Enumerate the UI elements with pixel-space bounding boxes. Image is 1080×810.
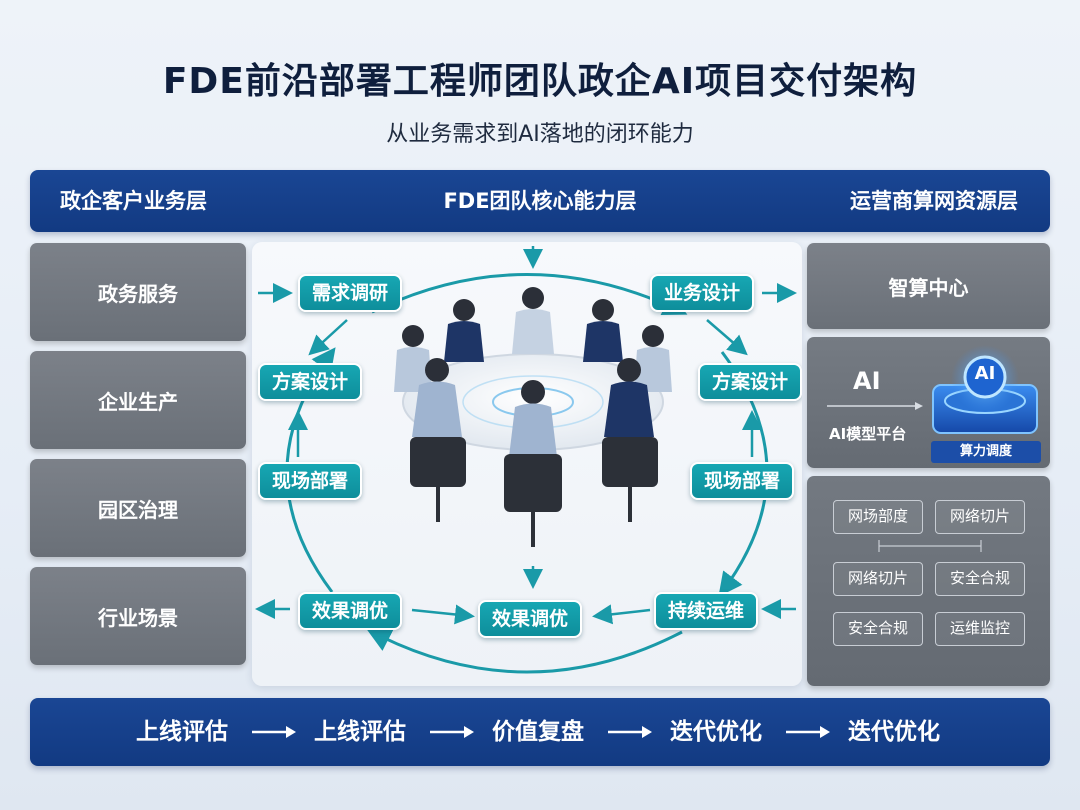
connector-line [878,540,982,552]
cycle-demand-research: 需求调研 [298,274,403,312]
tag-security-compliance-2: 安全合规 [833,612,923,646]
right-compute-center: 智算中心 [807,243,1050,329]
footer-step-1: 上线评估 [136,719,228,745]
tag-network-deploy: 网场部度 [833,500,923,534]
footer-step-5: 迭代优化 [848,719,940,745]
right-ai-platform: AI AI模型平台 AI 算力调度 [807,337,1050,468]
ai-model-platform-label: AI模型平台 [829,425,907,443]
left-item-enterprise: 企业生产 [30,351,246,449]
footer-step-2: 上线评估 [314,719,406,745]
header-fde-layer: FDE团队核心能力层 [443,189,637,213]
footer-step-3: 价值复盘 [492,719,584,745]
cycle-site-deploy-left: 现场部署 [258,462,363,500]
cycle-illustration [285,246,769,674]
cycle-site-deploy-right: 现场部署 [690,462,795,500]
arrow-right-icon [827,402,923,410]
footer-step-4: 迭代优化 [670,719,762,745]
page-subtitle: 从业务需求到AI落地的闭环能力 [386,122,694,147]
header-customer-layer: 政企客户业务层 [60,189,207,213]
compute-scheduling-label: 算力调度 [931,441,1041,463]
arrow-right-icon [608,726,652,738]
arrow-right-icon [252,726,296,738]
tag-ops-monitoring: 运维监控 [935,612,1025,646]
arrow-right-icon [786,726,830,738]
layer-header-bar: 政企客户业务层 FDE团队核心能力层 运营商算网资源层 [30,170,1050,232]
tag-network-slicing: 网络切片 [935,500,1025,534]
tag-network-slicing-2: 网络切片 [833,562,923,596]
left-item-industry: 行业场景 [30,567,246,665]
cycle-business-design: 业务设计 [650,274,755,312]
chip-badge: AI [974,363,996,384]
left-item-park: 园区治理 [30,459,246,557]
right-network-services: 网场部度 网络切片 网络切片 安全合规 安全合规 运维监控 [807,476,1050,686]
fde-core-panel: 需求调研 业务设计 方案设计 方案设计 现场部署 现场部署 效果调优 效果调优 … [252,242,802,686]
left-item-government: 政务服务 [30,243,246,341]
header-resource-layer: 运营商算网资源层 [850,189,1018,213]
ai-label: AI [853,367,881,395]
cycle-effect-tuning-center: 效果调优 [478,600,583,638]
team-people [394,287,672,547]
ai-chip-icon: AI 算力调度 [925,343,1045,465]
cycle-continuous-ops: 持续运维 [654,592,759,630]
arrow-right-icon [430,726,474,738]
footer-process-bar: 上线评估 上线评估 价值复盘 迭代优化 迭代优化 [30,698,1050,766]
cycle-effect-tuning-left: 效果调优 [298,592,403,630]
tag-security-compliance: 安全合规 [935,562,1025,596]
cycle-solution-design-right: 方案设计 [698,363,802,401]
page-title: FDE前沿部署工程师团队政企AI项目交付架构 [162,61,918,102]
cycle-solution-design-left: 方案设计 [258,363,363,401]
